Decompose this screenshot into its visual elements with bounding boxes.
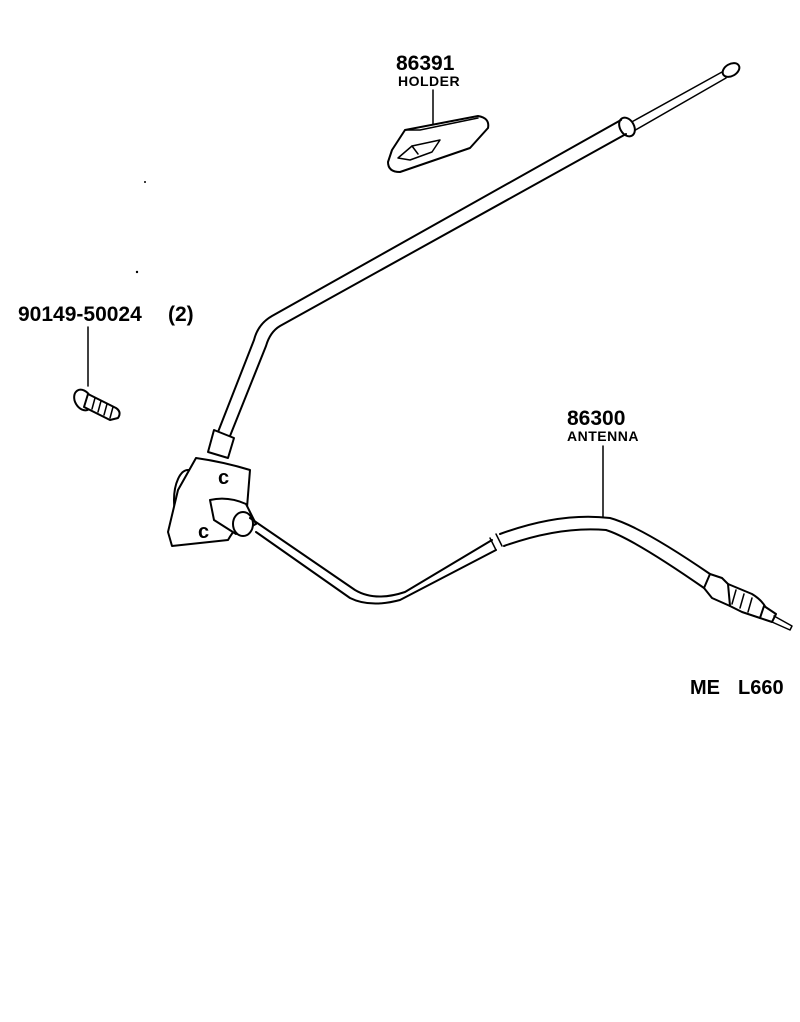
holder-part-name: HOLDER — [398, 73, 460, 89]
screw-part-number: 90149-50024 — [18, 303, 142, 326]
diagram-code-number: L660 — [738, 677, 784, 699]
antenna-plug-icon — [703, 573, 793, 631]
svg-text:c: c — [198, 521, 209, 543]
antenna-part-number: 86300 — [567, 407, 625, 430]
holder-part-number: 86391 — [396, 52, 455, 75]
screw-icon — [73, 388, 121, 421]
antenna-cable-icon — [249, 515, 711, 605]
holder-clip-icon — [387, 115, 490, 173]
antenna-part-name: ANTENNA — [567, 428, 639, 444]
screw-quantity: (2) — [168, 303, 194, 326]
diagram-code-prefix: ME — [690, 677, 720, 699]
antenna-mast-icon — [207, 62, 741, 459]
antenna-base-icon: c c — [167, 457, 257, 547]
svg-text:c: c — [218, 467, 229, 489]
